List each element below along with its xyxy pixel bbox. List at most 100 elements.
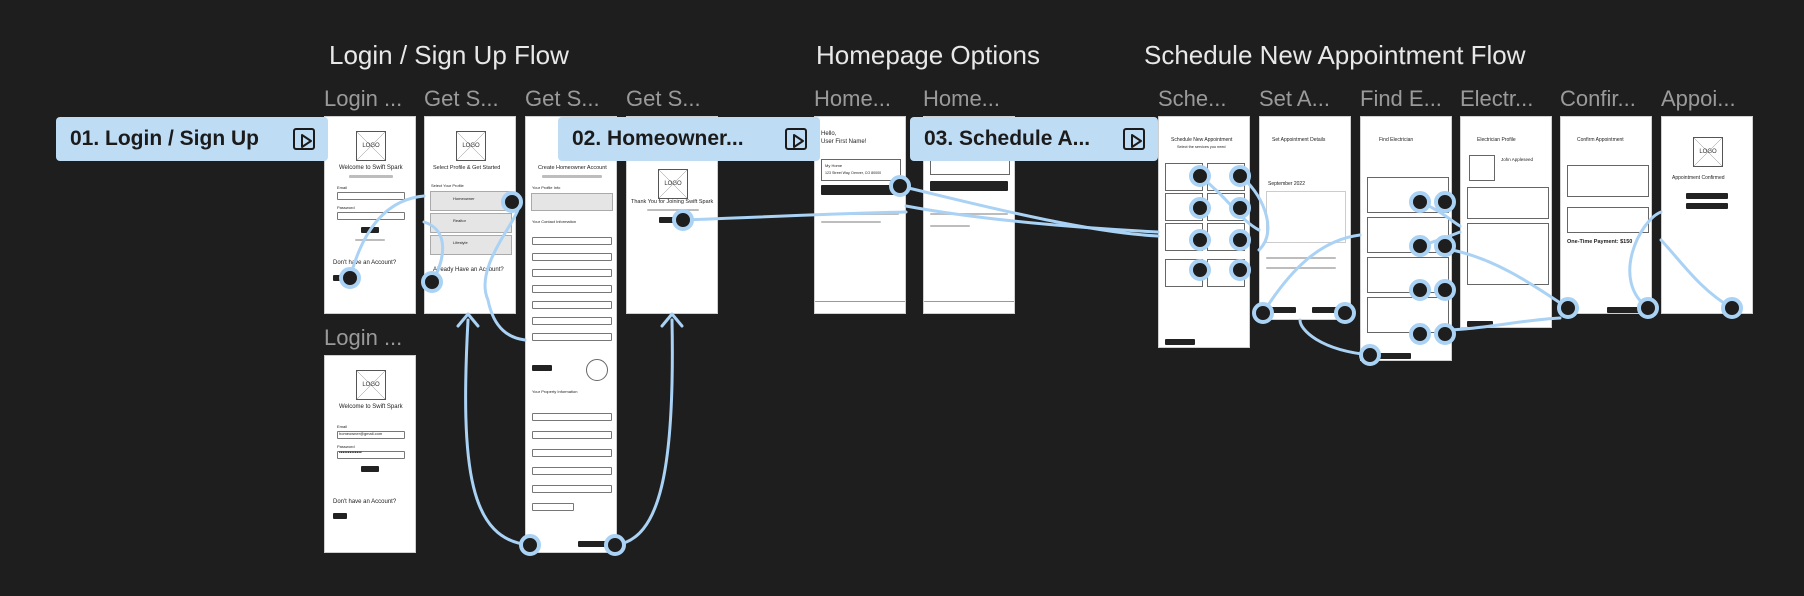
flow-start-homeowner[interactable]: 02. Homeowner... <box>558 117 820 161</box>
confirm-email-field[interactable] <box>532 285 612 293</box>
set-appointment-button[interactable] <box>1375 353 1411 359</box>
confirm-button[interactable] <box>1607 307 1641 313</box>
signup-button[interactable] <box>333 513 347 519</box>
password-field[interactable] <box>337 451 405 459</box>
schedule-appointment-button[interactable] <box>821 185 899 195</box>
frame-label-login-2[interactable]: Login ... <box>324 325 403 350</box>
upcoming-line <box>930 213 1008 215</box>
frame-label-get-started-3[interactable]: Get S... <box>626 86 701 111</box>
password-label: Password <box>337 205 355 210</box>
email-field[interactable] <box>337 192 405 200</box>
frame-label-login[interactable]: Login ... <box>324 86 403 111</box>
calendar-grid[interactable] <box>1266 191 1346 243</box>
frame-label-home-2[interactable]: Home... <box>923 86 1001 111</box>
frame-label-set-appointment[interactable]: Set A... <box>1259 86 1330 111</box>
frame-label-find-electrician[interactable]: Find E... <box>1360 86 1442 111</box>
profile-option-homeowner-label: Homeowner <box>453 196 475 201</box>
password-field[interactable] <box>532 317 612 325</box>
login-button[interactable] <box>361 227 379 233</box>
frame-schedule[interactable]: Schedule New Appointment Select the serv… <box>1158 116 1250 348</box>
upload-photo-button[interactable] <box>532 365 552 371</box>
signup-button[interactable] <box>333 275 347 281</box>
frame-label-electrician[interactable]: Electr... <box>1460 86 1534 111</box>
frame-label-get-started-1[interactable]: Get S... <box>424 86 499 111</box>
logo-placeholder: LOGO <box>1693 137 1723 167</box>
service-card[interactable] <box>1165 163 1203 191</box>
zip-field[interactable] <box>532 485 612 493</box>
upcoming-line <box>821 213 899 215</box>
frame-label-get-started-2[interactable]: Get S... <box>525 86 600 111</box>
password-field[interactable] <box>337 212 405 220</box>
flow-start-schedule[interactable]: 03. Schedule A... <box>910 117 1158 161</box>
play-icon[interactable] <box>784 126 810 152</box>
frame-select-profile[interactable]: LOGO Select Profile & Get Started Select… <box>424 116 516 314</box>
email-field[interactable] <box>532 269 612 277</box>
service-card[interactable] <box>1165 193 1203 221</box>
service-card[interactable] <box>1165 259 1203 287</box>
frame-home-1[interactable]: Hello, User First Name! My Home 123 Stre… <box>814 116 906 314</box>
electrician-card[interactable] <box>1367 297 1449 333</box>
section-title-homepage: Homepage Options <box>816 40 1041 70</box>
electrician-card[interactable] <box>1367 217 1449 253</box>
frame-label-schedule[interactable]: Sche... <box>1158 86 1227 111</box>
frame-login[interactable]: LOGO Welcome to Swift Spark Email Passwo… <box>324 116 416 314</box>
confirm-password-field[interactable] <box>532 333 612 341</box>
service-card[interactable] <box>1207 259 1245 287</box>
service-card[interactable] <box>1207 193 1245 221</box>
service-card[interactable] <box>1165 223 1203 251</box>
home-address-card-2[interactable] <box>930 159 1010 175</box>
first-name-field[interactable] <box>532 237 612 245</box>
message-electrician-button[interactable] <box>1686 193 1728 199</box>
find-electrician-button[interactable] <box>1312 307 1342 313</box>
year-built-field[interactable] <box>532 503 574 511</box>
password-label: Password <box>337 444 355 449</box>
arrowhead <box>660 312 684 328</box>
frame-electrician-profile[interactable]: Electrician Profile John Appleseed <box>1460 116 1552 328</box>
tab-bar-divider <box>815 301 905 302</box>
service-card[interactable] <box>1207 223 1245 251</box>
frame-label-appointment[interactable]: Appoi... <box>1661 86 1736 111</box>
login-button[interactable] <box>361 466 379 472</box>
service-card[interactable] <box>1207 163 1245 191</box>
state-field[interactable] <box>532 467 612 475</box>
connector-create-to-thanks <box>613 318 674 547</box>
frame-appointment-confirmed[interactable]: LOGO Appointment Confirmed <box>1661 116 1753 314</box>
email-field[interactable] <box>337 431 405 439</box>
logo-placeholder: LOGO <box>356 131 386 161</box>
frame-set-appointment[interactable]: Set Appointment Details September 2022 <box>1259 116 1351 320</box>
frame-login-filled[interactable]: LOGO Welcome to Swift Spark Email homeow… <box>324 355 416 553</box>
play-icon[interactable] <box>1122 126 1148 152</box>
get-started-button[interactable] <box>659 217 681 223</box>
view-appointments-button[interactable] <box>1686 203 1728 209</box>
electrician-card[interactable] <box>1367 177 1449 213</box>
frame-find-electrician[interactable]: Find Electrician <box>1360 116 1452 361</box>
back-to-home-button[interactable] <box>1165 339 1195 345</box>
profile-option-homeowner[interactable] <box>430 191 512 211</box>
profile-option-lifestyle[interactable] <box>430 235 512 255</box>
logo-placeholder: LOGO <box>456 131 486 161</box>
electrician-card[interactable] <box>1367 257 1449 293</box>
address-2-field[interactable] <box>532 431 612 439</box>
phone-field[interactable] <box>532 301 612 309</box>
no-account-text: Don't have an Account? <box>333 260 397 266</box>
last-name-field[interactable] <box>532 253 612 261</box>
user-name-text: User First Name! <box>821 139 867 145</box>
frame-label-confirm[interactable]: Confir... <box>1560 86 1636 111</box>
forgot-line <box>355 239 385 241</box>
back-button[interactable] <box>1266 307 1296 313</box>
play-icon[interactable] <box>292 126 318 152</box>
schedule-appointment-button-2[interactable] <box>930 181 1008 191</box>
home-address-card[interactable] <box>821 159 901 181</box>
profile-card <box>531 193 613 211</box>
city-field[interactable] <box>532 449 612 457</box>
create-account-button[interactable] <box>578 541 608 547</box>
logo-placeholder: LOGO <box>356 370 386 400</box>
no-account-text: Don't have an Account? <box>333 499 397 505</box>
back-to-list-button[interactable] <box>1467 321 1493 327</box>
frame-confirm[interactable]: Confirm Appointment One-Time Payment: $1… <box>1560 116 1652 314</box>
profile-option-realtor[interactable] <box>430 213 512 233</box>
flow-start-login[interactable]: 01. Login / Sign Up <box>56 117 328 161</box>
address-field[interactable] <box>532 413 612 421</box>
frame-label-home-1[interactable]: Home... <box>814 86 892 111</box>
frame-create-account[interactable]: Create Homeowner Account Your Profile In… <box>525 116 617 553</box>
